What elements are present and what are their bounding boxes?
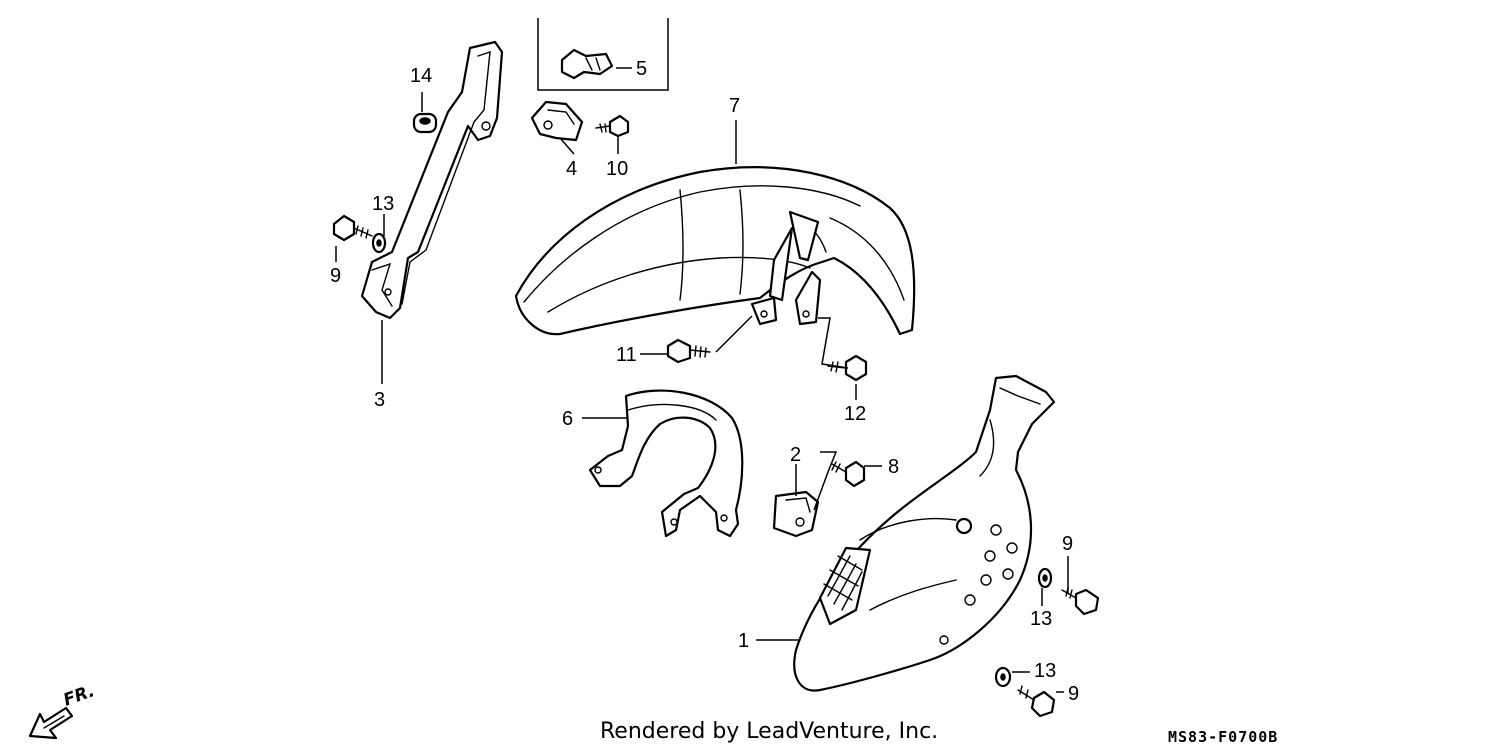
callout-12: 12 [844, 403, 866, 425]
callout-labels: 5 14 13 9 3 4 10 7 11 12 6 2 8 1 9 13 13… [330, 58, 1079, 705]
part-10-screw[interactable] [595, 114, 630, 138]
diagram-code: MS83-F0700B [1168, 728, 1278, 746]
callout-1: 1 [738, 630, 749, 652]
callout-6: 6 [562, 408, 573, 430]
callout-9-right-upper: 9 [1062, 533, 1073, 555]
callout-4: 4 [566, 158, 577, 180]
callout-9-right-lower: 9 [1068, 683, 1079, 705]
callout-7: 7 [729, 95, 740, 117]
callout-14: 14 [410, 65, 432, 87]
part-5-clip[interactable] [560, 48, 614, 80]
part-9-bolt-right-lower[interactable] [1017, 685, 1056, 718]
part-8-bolt[interactable] [831, 460, 866, 488]
rendered-by-text: Rendered by LeadVenture, Inc. [600, 719, 938, 744]
callout-10: 10 [606, 158, 628, 180]
part-13-washer-right-lower[interactable] [994, 666, 1012, 688]
callout-13-left: 13 [372, 193, 394, 215]
callout-11: 11 [616, 344, 637, 366]
part-11-bolt[interactable] [666, 338, 711, 364]
callout-3: 3 [374, 389, 385, 411]
callout-5: 5 [636, 58, 647, 80]
callout-2: 2 [790, 444, 801, 466]
front-direction-arrow: FR. [28, 681, 97, 740]
part-2-bracket[interactable] [772, 490, 820, 538]
part-4-bracket[interactable] [530, 100, 584, 142]
part-14-grommet[interactable] [412, 112, 438, 134]
part-13-washer-left[interactable] [371, 232, 387, 254]
part-7-front-fender[interactable] [514, 166, 916, 336]
part-1-disc-cover[interactable] [793, 374, 1056, 692]
callout-13-right-upper: 13 [1030, 608, 1052, 630]
part-6-fork-brace[interactable] [588, 389, 744, 538]
callout-9-left: 9 [330, 265, 341, 287]
part-5-inset-box [537, 18, 669, 91]
callout-13-right-lower: 13 [1034, 660, 1056, 682]
front-direction-label: FR. [61, 681, 97, 711]
leader-lines [335, 67, 1069, 693]
part-3-fender-stay[interactable] [360, 40, 504, 320]
part-9-bolt-left[interactable] [332, 214, 373, 242]
part-13-washer-right-upper[interactable] [1037, 567, 1053, 589]
callout-8: 8 [888, 456, 899, 478]
